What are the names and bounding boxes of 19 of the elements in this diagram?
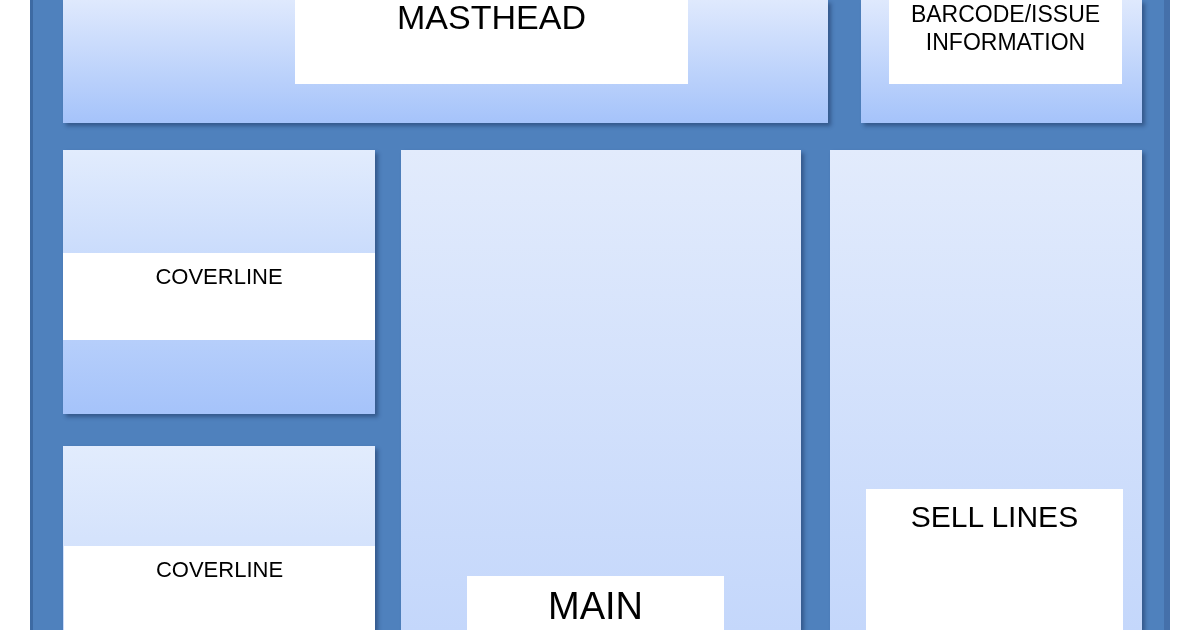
layout-panel (401, 150, 801, 630)
text-area (889, 0, 1122, 84)
section-label: MASTHEAD (396, 0, 587, 34)
section-label: BARCODE/ISSUE INFORMATION (909, 0, 1102, 57)
text-area (295, 0, 688, 84)
cover-frame (30, 0, 1170, 630)
layout-panel (861, 0, 1142, 123)
layout-panel (63, 150, 375, 414)
layout-panel (830, 150, 1142, 630)
section-label: SELL LINES (909, 500, 1080, 535)
text-area (866, 489, 1123, 630)
section-label: MAIN (547, 585, 644, 629)
text-area (64, 546, 375, 630)
section-label: COVERLINE (154, 557, 285, 583)
layout-panel (63, 446, 375, 630)
layout-panel (63, 0, 828, 123)
text-area (467, 576, 724, 630)
section-label: COVERLINE (154, 264, 284, 290)
text-area (63, 253, 375, 340)
